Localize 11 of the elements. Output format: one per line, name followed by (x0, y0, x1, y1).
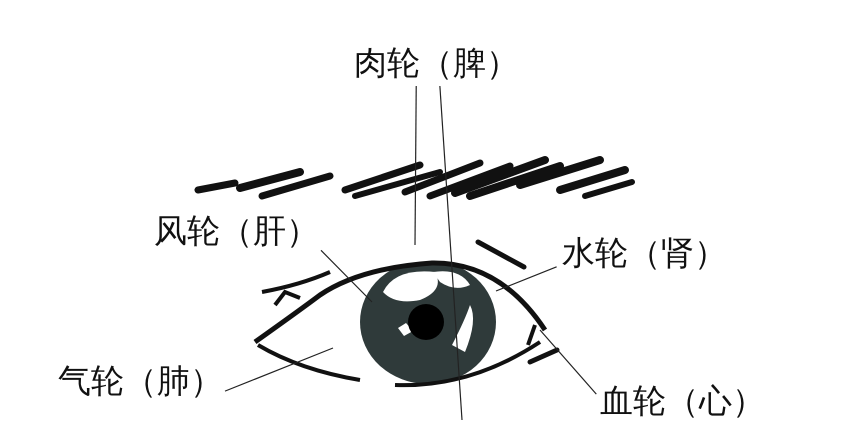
leader-line (224, 347, 334, 392)
leader-line (496, 266, 557, 292)
leader-line (414, 86, 417, 245)
part-label: 风轮（肝） (152, 208, 321, 254)
part-label: 肉轮（脾） (352, 40, 521, 86)
part-label: 气轮（肺） (56, 358, 225, 404)
leader-line (320, 250, 372, 302)
part-label: 水轮（肾） (560, 230, 729, 276)
part-label: 血轮（心） (598, 378, 767, 424)
leader-line (540, 330, 597, 394)
leader-line (439, 86, 463, 420)
